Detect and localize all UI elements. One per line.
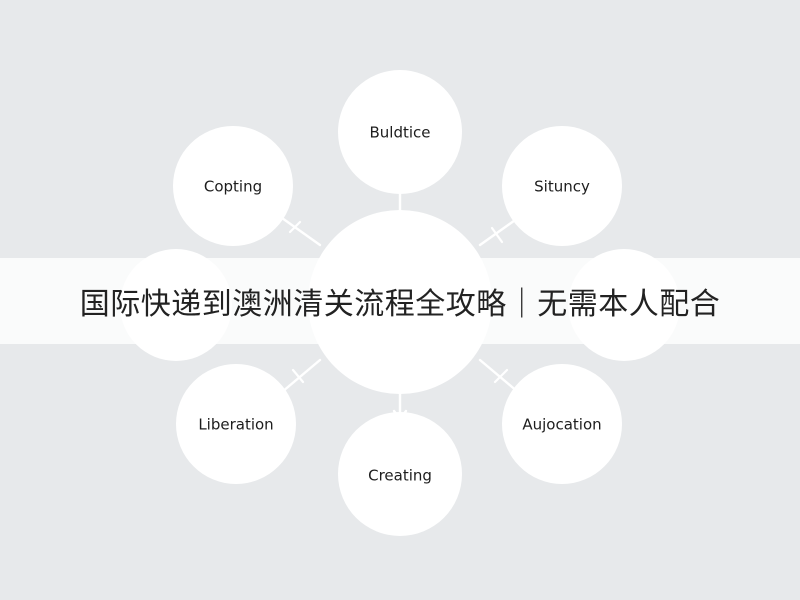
- connector-top-left: [280, 216, 322, 247]
- banner-title: 国际快递到澳洲清关流程全攻略｜无需本人配合: [79, 287, 721, 322]
- node-creating: Creating: [338, 412, 462, 536]
- node-label: Creating: [368, 467, 432, 485]
- node-aujocation: Aujocation: [502, 364, 622, 484]
- tick-top-right: [490, 226, 504, 244]
- connectors: [280, 178, 520, 422]
- node-liberation: Liberation: [176, 364, 296, 484]
- node-label: Copting: [204, 178, 262, 196]
- node-label: Buldtice: [369, 124, 430, 142]
- connector-bottom-left: [280, 358, 322, 394]
- node-label: Liberation: [198, 416, 273, 434]
- tick-bottom-left: [291, 368, 305, 384]
- node-label: Aujocation: [522, 416, 601, 434]
- title-banner: 国际快递到澳洲清关流程全攻略｜无需本人配合: [0, 258, 800, 344]
- connector-bottom-right: [478, 358, 520, 394]
- connector-top-right: [478, 216, 520, 247]
- node-copting: Copting: [173, 126, 293, 246]
- tick-top-left: [288, 220, 302, 234]
- tick-bottom-right: [493, 368, 509, 384]
- node-buldtice: Buldtice: [338, 70, 462, 194]
- node-label: Situncy: [534, 178, 590, 196]
- node-situncy: Situncy: [502, 126, 622, 246]
